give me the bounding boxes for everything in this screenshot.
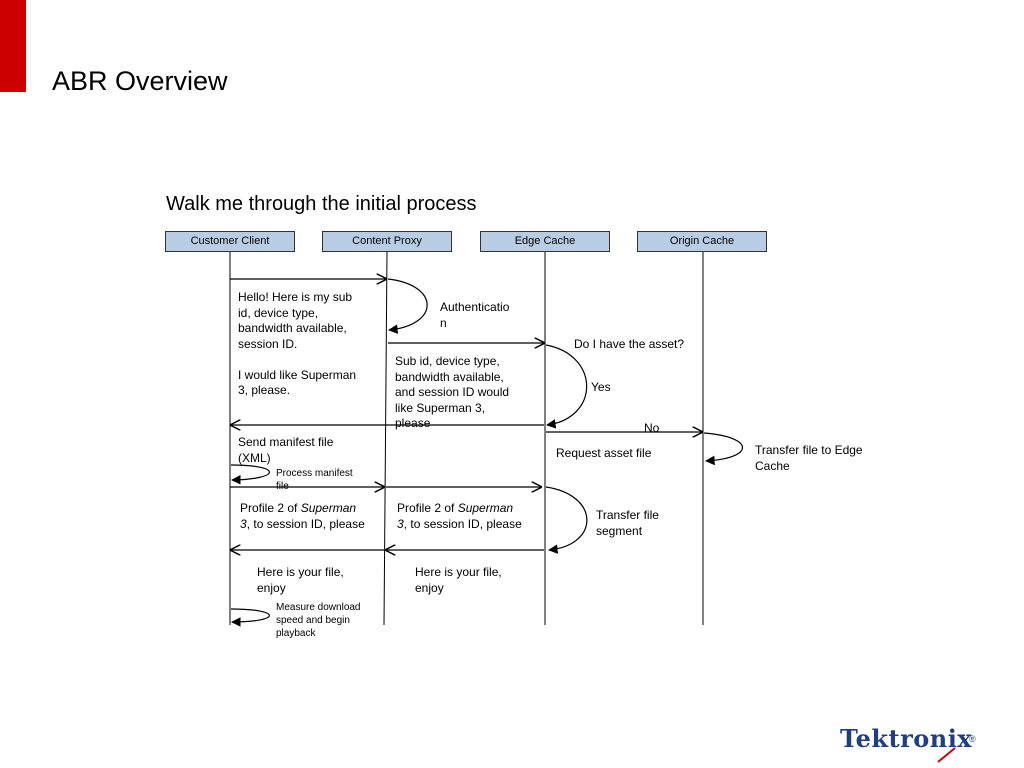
label-here-client: Here is your file, enjoy [257, 565, 344, 595]
label-measure-download: Measure download speed and begin playbac… [276, 602, 361, 639]
actor-origin-cache: Origin Cache [637, 231, 767, 252]
actor-content-proxy: Content Proxy [322, 231, 452, 252]
label-no: No [644, 421, 660, 435]
label-transfer-segment: Transfer file segment [596, 508, 659, 538]
label-do-i-have-asset: Do I have the asset? [574, 337, 685, 351]
actor-edge-cache: Edge Cache [480, 231, 610, 252]
slide-title: ABR Overview [52, 66, 228, 96]
label-send-manifest: Send manifest file (XML) [238, 435, 334, 465]
diagram-subtitle: Walk me through the initial process [166, 193, 477, 215]
label-transfer-to-edge: Transfer file to Edge Cache [755, 443, 863, 473]
label-hello: Hello! Here is my sub id, device type, b… [238, 290, 357, 397]
loop-authentication [387, 278, 428, 334]
label-sub-id: Sub id, device type, bandwidth available… [395, 354, 510, 430]
loop-have-asset [545, 344, 588, 429]
accent-bar [0, 0, 26, 92]
label-process-manifest: Process manifest file [276, 468, 353, 492]
loop-process-manifest [230, 464, 270, 485]
lifeline-content-proxy [383, 251, 388, 626]
label-request-asset: Request asset file [556, 446, 652, 460]
registered-mark: ® [969, 734, 976, 744]
actor-customer-client: Customer Client [165, 231, 295, 252]
loop-measure-download [230, 608, 270, 627]
label-yes: Yes [591, 380, 611, 394]
label-here-proxy: Here is your file, enjoy [415, 565, 502, 595]
loop-transfer-to-edge [703, 432, 744, 466]
label-authentication: Authenticatio n [440, 300, 510, 330]
tektronix-logo: Tektronix [840, 724, 973, 753]
label-profile2-client: Profile 2 of Superman 3, to session ID, … [240, 501, 365, 531]
loop-transfer-segment [545, 486, 588, 554]
label-profile2-proxy: Profile 2 of Superman 3, to session ID, … [397, 501, 522, 531]
